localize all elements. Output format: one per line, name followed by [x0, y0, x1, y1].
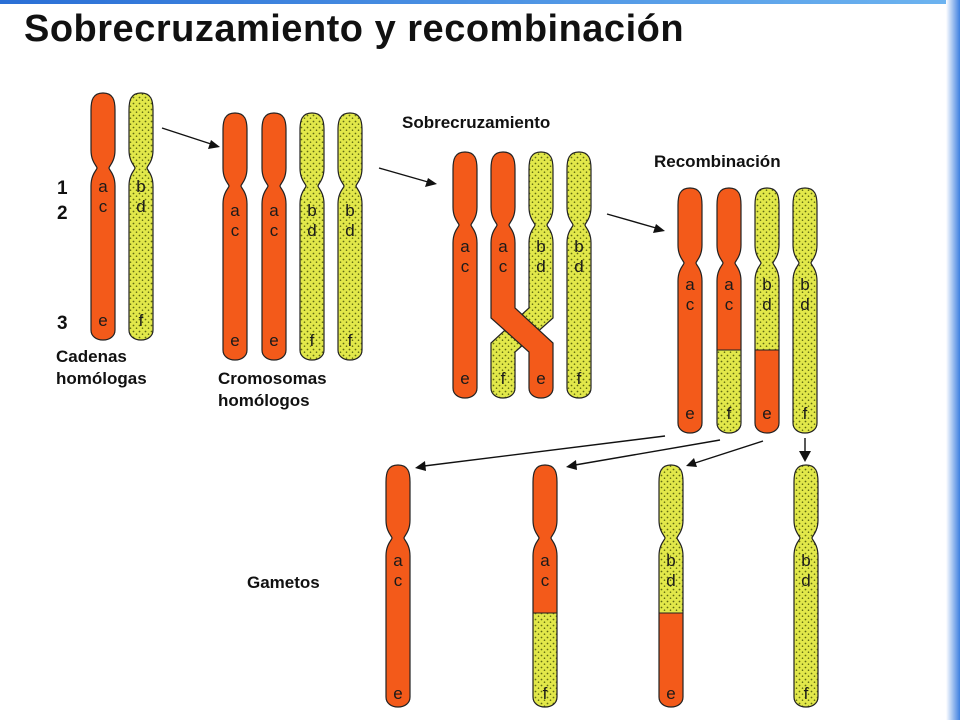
gene-c: c — [394, 571, 403, 590]
gene-c: c — [461, 257, 470, 276]
crossing-strand-maternal — [490, 151, 554, 399]
stage-gametos — [385, 464, 819, 708]
gamete-1 — [385, 464, 411, 708]
arrows — [161, 127, 811, 471]
gene-e: e — [230, 331, 239, 350]
gene-f: f — [804, 684, 809, 703]
arrow-gamete-2 — [574, 439, 721, 466]
gene-f: f — [348, 331, 353, 350]
gene-d: d — [666, 571, 675, 590]
top-accent-bar — [0, 0, 960, 4]
diagram-title: Sobrecruzamiento y recombinación — [24, 8, 685, 50]
arrow-3 — [606, 213, 657, 229]
label-sobrecruzamiento: Sobrecruzamiento — [402, 113, 551, 132]
chromatid-paternal-2 — [337, 112, 363, 361]
gene-e: e — [762, 404, 771, 423]
gene-c: c — [541, 571, 550, 590]
label-gametos: Gametos — [247, 573, 320, 592]
gene-a: a — [460, 237, 470, 256]
locus-number-3: 3 — [57, 313, 68, 334]
gene-a: a — [685, 275, 695, 294]
gene-c: c — [270, 221, 279, 240]
gene-d: d — [307, 221, 316, 240]
gene-d: d — [536, 257, 545, 276]
gene-e: e — [460, 369, 469, 388]
gene-b: b — [536, 237, 545, 256]
chromatid-paternal-1 — [299, 112, 325, 361]
recombinant-chromatid-1 — [677, 187, 703, 434]
gene-c: c — [725, 295, 734, 314]
gene-c: c — [686, 295, 695, 314]
gene-e: e — [393, 684, 402, 703]
arrow-2 — [378, 167, 429, 183]
gene-f: f — [139, 311, 144, 330]
gene-d: d — [762, 295, 771, 314]
chromosome-paternal — [128, 92, 154, 341]
gamete-3 — [658, 464, 684, 708]
gene-f: f — [577, 369, 582, 388]
gene-e: e — [269, 331, 278, 350]
gene-d: d — [800, 295, 809, 314]
gene-c: c — [231, 221, 240, 240]
gene-b: b — [574, 237, 583, 256]
crossing-strand-paternal — [490, 151, 554, 399]
gene-f: f — [543, 684, 548, 703]
gene-b: b — [800, 275, 809, 294]
gene-a: a — [540, 551, 550, 570]
gene-b: b — [801, 551, 810, 570]
gene-f: f — [803, 404, 808, 423]
arrow-gamete-3 — [694, 440, 764, 464]
chromosome-maternal — [90, 92, 116, 341]
label-recombinacion: Recombinación — [654, 152, 781, 171]
gene-a: a — [230, 201, 240, 220]
label-cadenas-homologas: Cadenas homólogas — [56, 347, 147, 388]
gene-d: d — [136, 197, 145, 216]
gene-f: f — [727, 404, 732, 423]
chromatid-paternal-outer — [566, 151, 592, 399]
gene-b: b — [136, 177, 145, 196]
gene-b: b — [345, 201, 354, 220]
chromatid-maternal-1 — [222, 112, 248, 361]
stage-recombinacion — [677, 187, 818, 434]
arrow-1 — [161, 127, 212, 145]
gene-e: e — [685, 404, 694, 423]
gene-a: a — [393, 551, 403, 570]
locus-numbers: 1 2 3 — [57, 178, 68, 334]
gene-b: b — [307, 201, 316, 220]
stage-cadenas — [90, 92, 154, 341]
gene-d: d — [574, 257, 583, 276]
gene-e: e — [666, 684, 675, 703]
recombinant-chromatid-4 — [792, 187, 818, 434]
label-cromosomas-homologos: Cromosomas homólogos — [218, 369, 327, 410]
gamete-4 — [793, 464, 819, 708]
gene-a: a — [269, 201, 279, 220]
recombinant-chromatid-3 — [754, 187, 780, 434]
recombinant-chromatid-2 — [716, 187, 742, 434]
gene-letters: a c e b d f a c e a c e b d f b d f a c … — [98, 177, 810, 703]
locus-number-1: 1 — [57, 178, 68, 199]
chromatid-maternal-2 — [261, 112, 287, 361]
gene-c: c — [99, 197, 108, 216]
gene-d: d — [801, 571, 810, 590]
locus-number-2: 2 — [57, 203, 68, 224]
stage-sobrecruzamiento — [452, 151, 592, 399]
arrow-gamete-1 — [423, 435, 666, 467]
gene-f: f — [501, 369, 506, 388]
gene-a: a — [724, 275, 734, 294]
chromatid-maternal-outer — [452, 151, 478, 399]
gene-c: c — [499, 257, 508, 276]
right-accent-bar — [946, 0, 960, 720]
gene-e: e — [536, 369, 545, 388]
gene-f: f — [310, 331, 315, 350]
stage-cromosomas — [222, 112, 363, 361]
gene-e: e — [98, 311, 107, 330]
gamete-2 — [532, 464, 558, 708]
gene-a: a — [498, 237, 508, 256]
gene-b: b — [762, 275, 771, 294]
gene-a: a — [98, 177, 108, 196]
gene-b: b — [666, 551, 675, 570]
gene-d: d — [345, 221, 354, 240]
